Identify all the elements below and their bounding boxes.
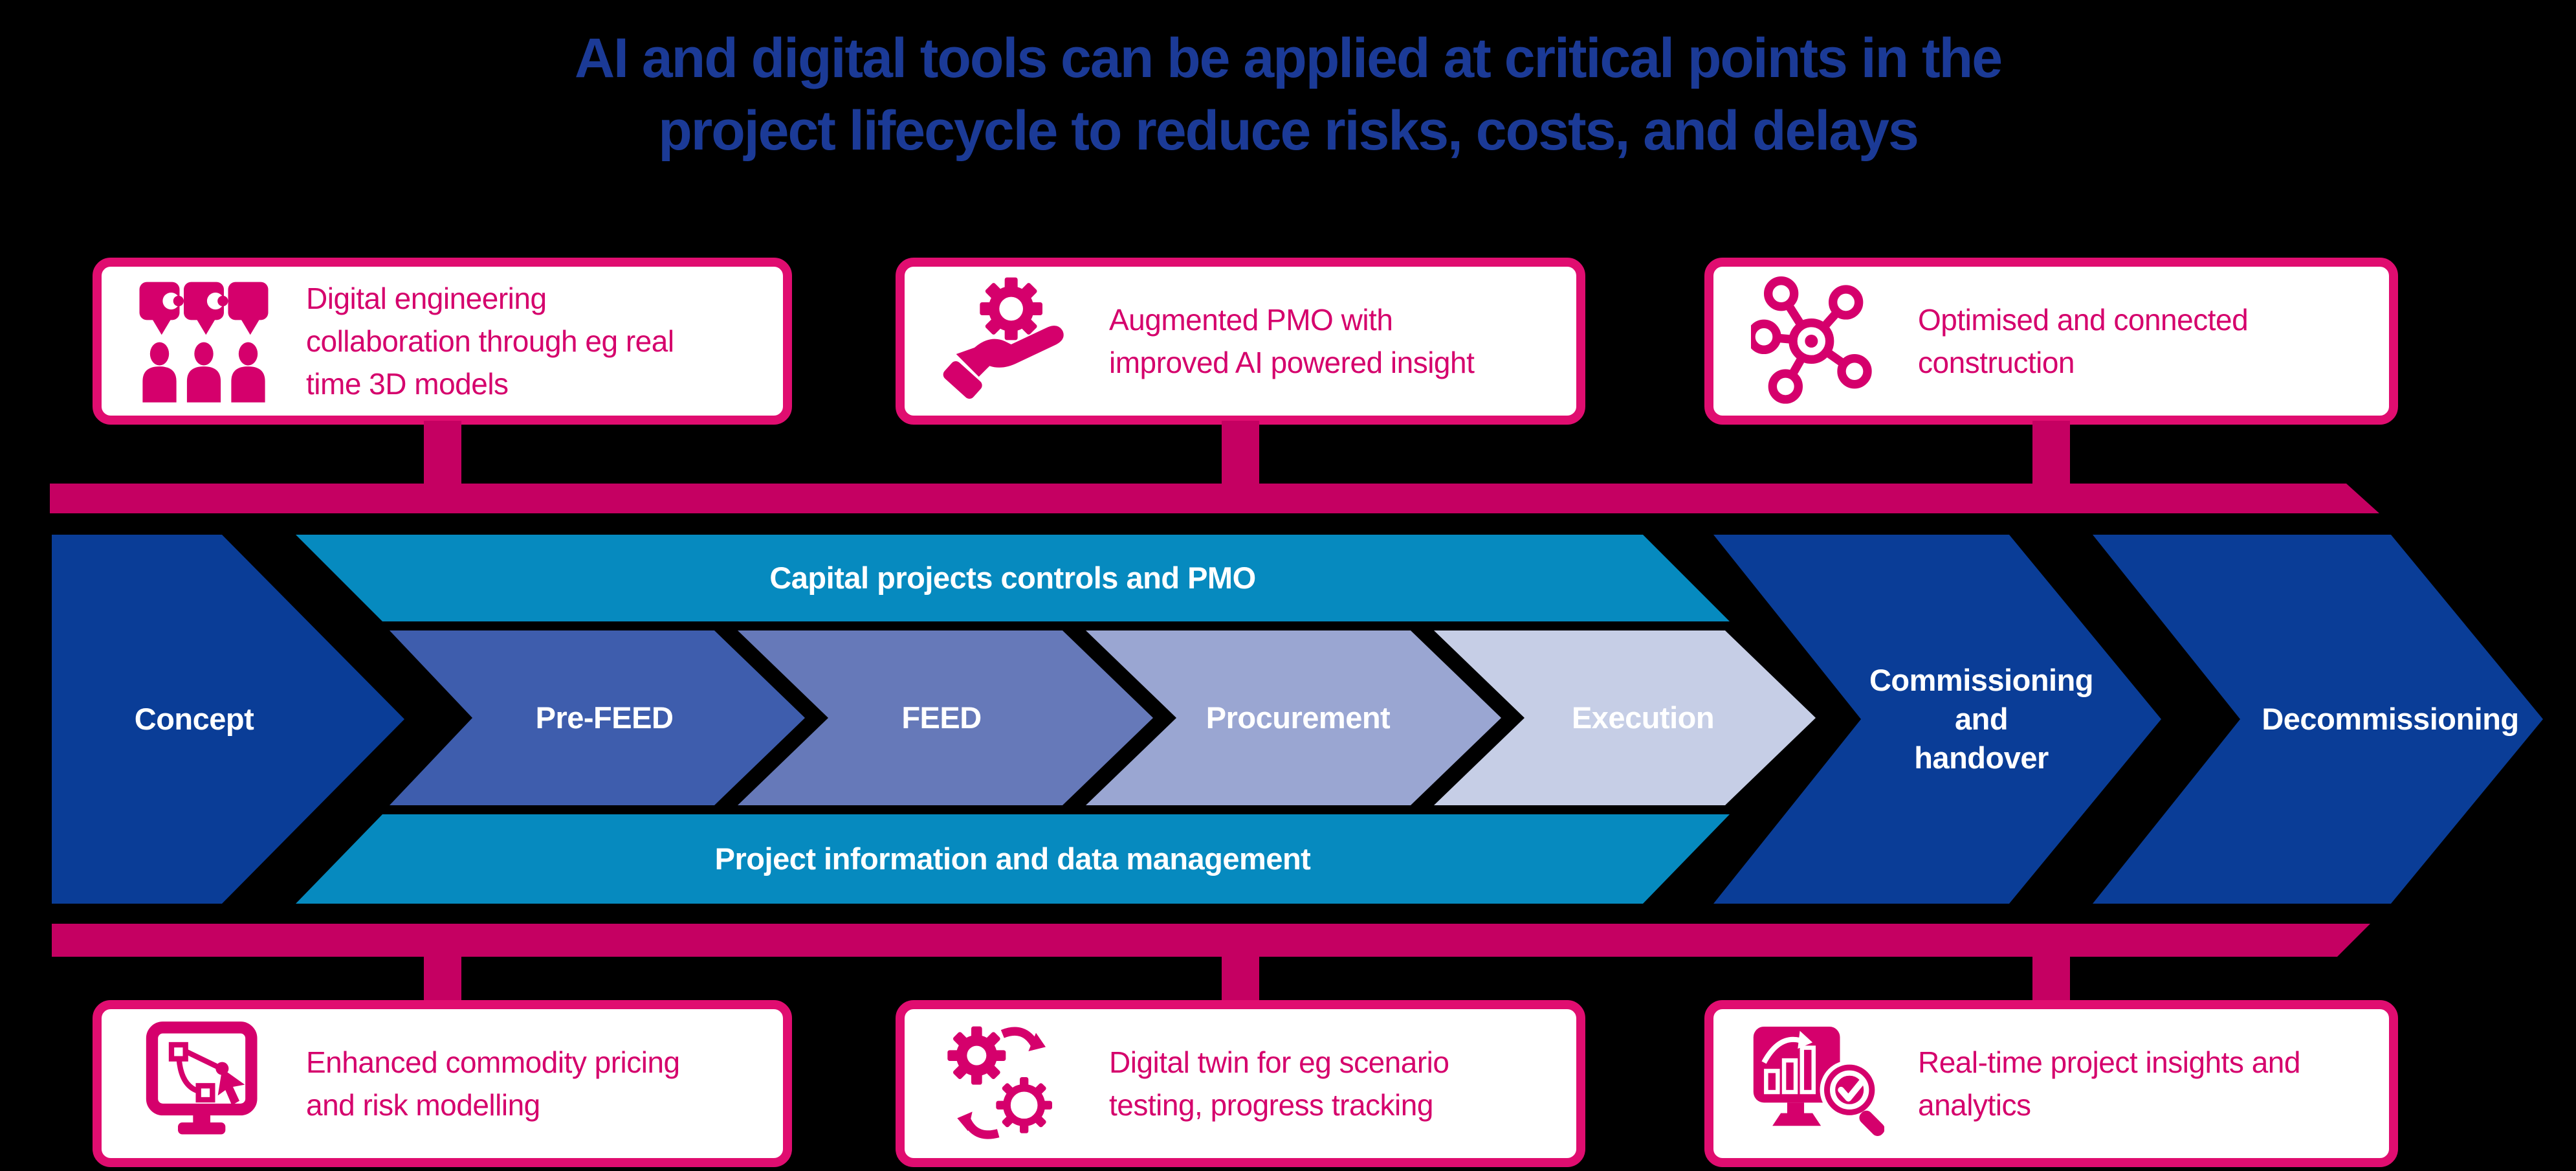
bottom-callout-realtime-insights: Real-time project insights and analytics	[1704, 1000, 2398, 1167]
bottom-callout-commodity-pricing: Enhanced commodity pricing and risk mode…	[93, 1000, 792, 1167]
top-callout-augmented-pmo: Augmented PMO with improved AI powered i…	[896, 258, 1585, 425]
band-label-capital-projects: Capital projects controls and PMO	[769, 561, 1256, 595]
connector-stub	[1222, 955, 1259, 1003]
connector-stub	[424, 955, 461, 1003]
network-icon	[1747, 274, 1884, 408]
gears-sync-icon	[938, 1016, 1075, 1151]
bottom-callout-digital-twin: Digital twin for eg scenario testing, pr…	[896, 1000, 1585, 1167]
stage-label-execution: Execution	[1571, 700, 1715, 735]
bezier-monitor-icon	[135, 1016, 272, 1151]
callout-text: Real-time project insights and analytics	[1918, 1045, 2300, 1122]
callout-text: Digital twin for eg scenario testing, pr…	[1109, 1045, 1449, 1122]
connector-stub	[1222, 421, 1259, 485]
connector-stub	[424, 421, 461, 485]
collaboration-icon	[135, 274, 272, 408]
top-connector-bar	[50, 484, 2379, 513]
stage-label-concept: Concept	[134, 702, 254, 736]
gear-hand-icon	[938, 274, 1075, 408]
stage-label-pre-feed: Pre-FEED	[535, 700, 674, 735]
top-callout-digital-engineering: Digital engineering collaboration throug…	[93, 258, 792, 425]
analytics-magnifier-icon	[1747, 1016, 1884, 1151]
top-callout-connected-construction: Optimised and connected construction	[1704, 258, 2398, 425]
band-project-information	[296, 814, 1730, 904]
connector-stub	[2032, 955, 2070, 1003]
callout-text: Optimised and connected construction	[1918, 303, 2249, 379]
stage-label-feed: FEED	[901, 700, 982, 735]
band-label-project-information: Project information and data management	[714, 842, 1311, 876]
bottom-connector-bar	[52, 924, 2370, 957]
callout-text: Digital engineering collaboration throug…	[306, 282, 674, 401]
stage-label-procurement: Procurement	[1205, 700, 1391, 735]
callout-text: Enhanced commodity pricing and risk mode…	[306, 1045, 680, 1122]
stage-label-decommissioning: Decommissioning	[2262, 702, 2519, 736]
callout-text: Augmented PMO with improved AI powered i…	[1109, 303, 1475, 379]
connector-stub	[2032, 421, 2070, 485]
band-capital-projects	[296, 535, 1730, 621]
stage-label-commissioning: Commissioning and handover	[1869, 663, 2094, 775]
diagram-title: AI and digital tools can be applied at c…	[574, 27, 2003, 162]
